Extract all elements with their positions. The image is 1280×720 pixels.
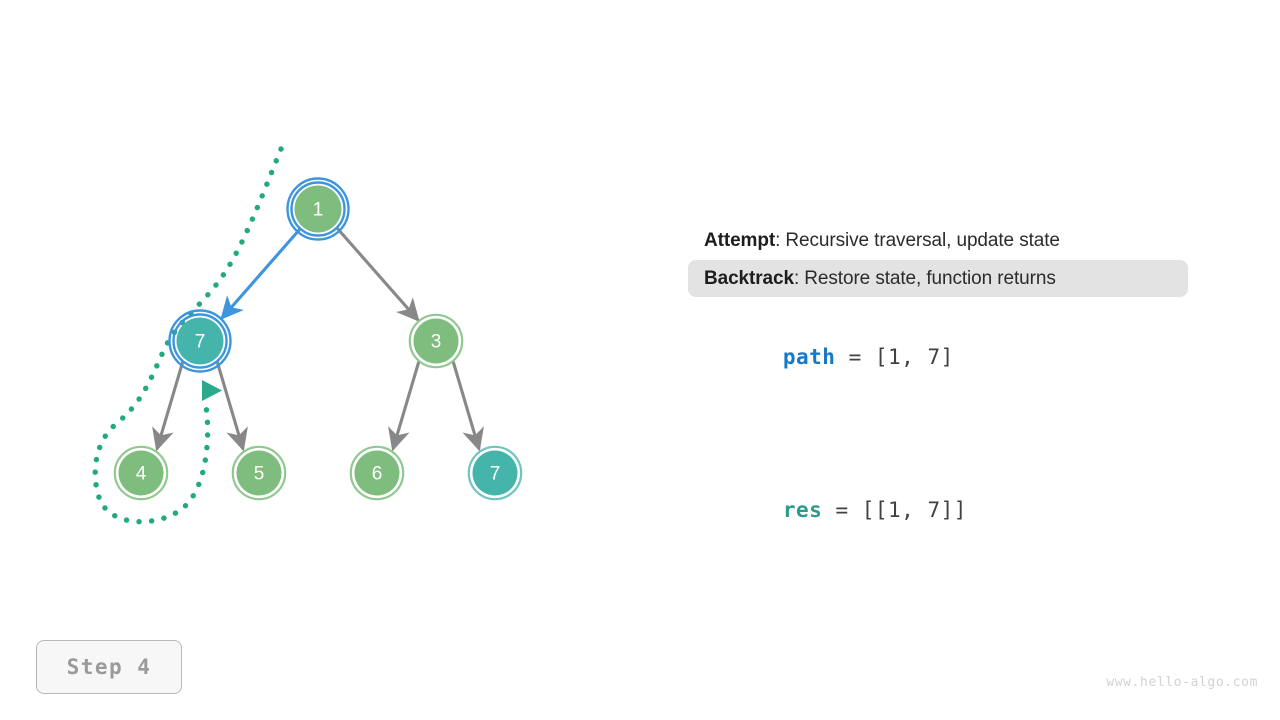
tree-edges: [152, 226, 484, 452]
legend-attempt-rest: : Recursive traversal, update state: [775, 230, 1060, 251]
code-variable-res: res: [782, 498, 823, 523]
tree-node-5[interactable]: 5: [231, 445, 287, 501]
legend-backtrack-term: Backtrack: [704, 267, 794, 289]
legend-backtrack: Backtrack: Restore state, function retur…: [688, 259, 1188, 298]
tree-node-7-left[interactable]: 7: [168, 309, 232, 373]
step-badge: Step 4: [36, 640, 182, 694]
code-expression-res: = [[1, 7]]: [822, 498, 967, 523]
code-line-res: res = [[1, 7]]: [688, 474, 1188, 546]
edge-1-to-7: [220, 227, 302, 320]
tree-node-6[interactable]: 6: [349, 445, 405, 501]
tree-node-7-right[interactable]: 7: [467, 445, 523, 501]
legend-attempt: Attempt: Recursive traversal, update sta…: [688, 222, 1188, 260]
code-expression-path: = [1, 7]: [835, 345, 954, 370]
edge-3-to-7: [451, 360, 484, 452]
step-badge-label: Step 4: [66, 655, 152, 679]
edge-7-to-5: [215, 360, 248, 452]
backtrack-trace-path: [92, 146, 284, 525]
edge-1-to-3: [335, 226, 420, 322]
legend-backtrack-rest: : Restore state, function returns: [793, 267, 1056, 289]
tree-node-4[interactable]: 4: [113, 445, 169, 501]
tree-node-3[interactable]: 3: [408, 313, 464, 369]
edge-7-to-4: [152, 360, 185, 452]
code-variable-path: path: [782, 345, 836, 370]
binary-tree-diagram: 1 7 3 4 5 6: [92, 146, 523, 525]
info-panel: Attempt: Recursive traversal, update sta…: [688, 222, 1188, 546]
code-line-path: path = [1, 7]: [688, 321, 1188, 393]
edge-3-to-6: [388, 360, 421, 452]
watermark: www.hello-algo.com: [1106, 675, 1258, 690]
legend-attempt-term: Attempt: [704, 230, 776, 251]
tree-node-1[interactable]: 1: [286, 177, 350, 241]
current-position-marker-icon: [202, 380, 222, 401]
